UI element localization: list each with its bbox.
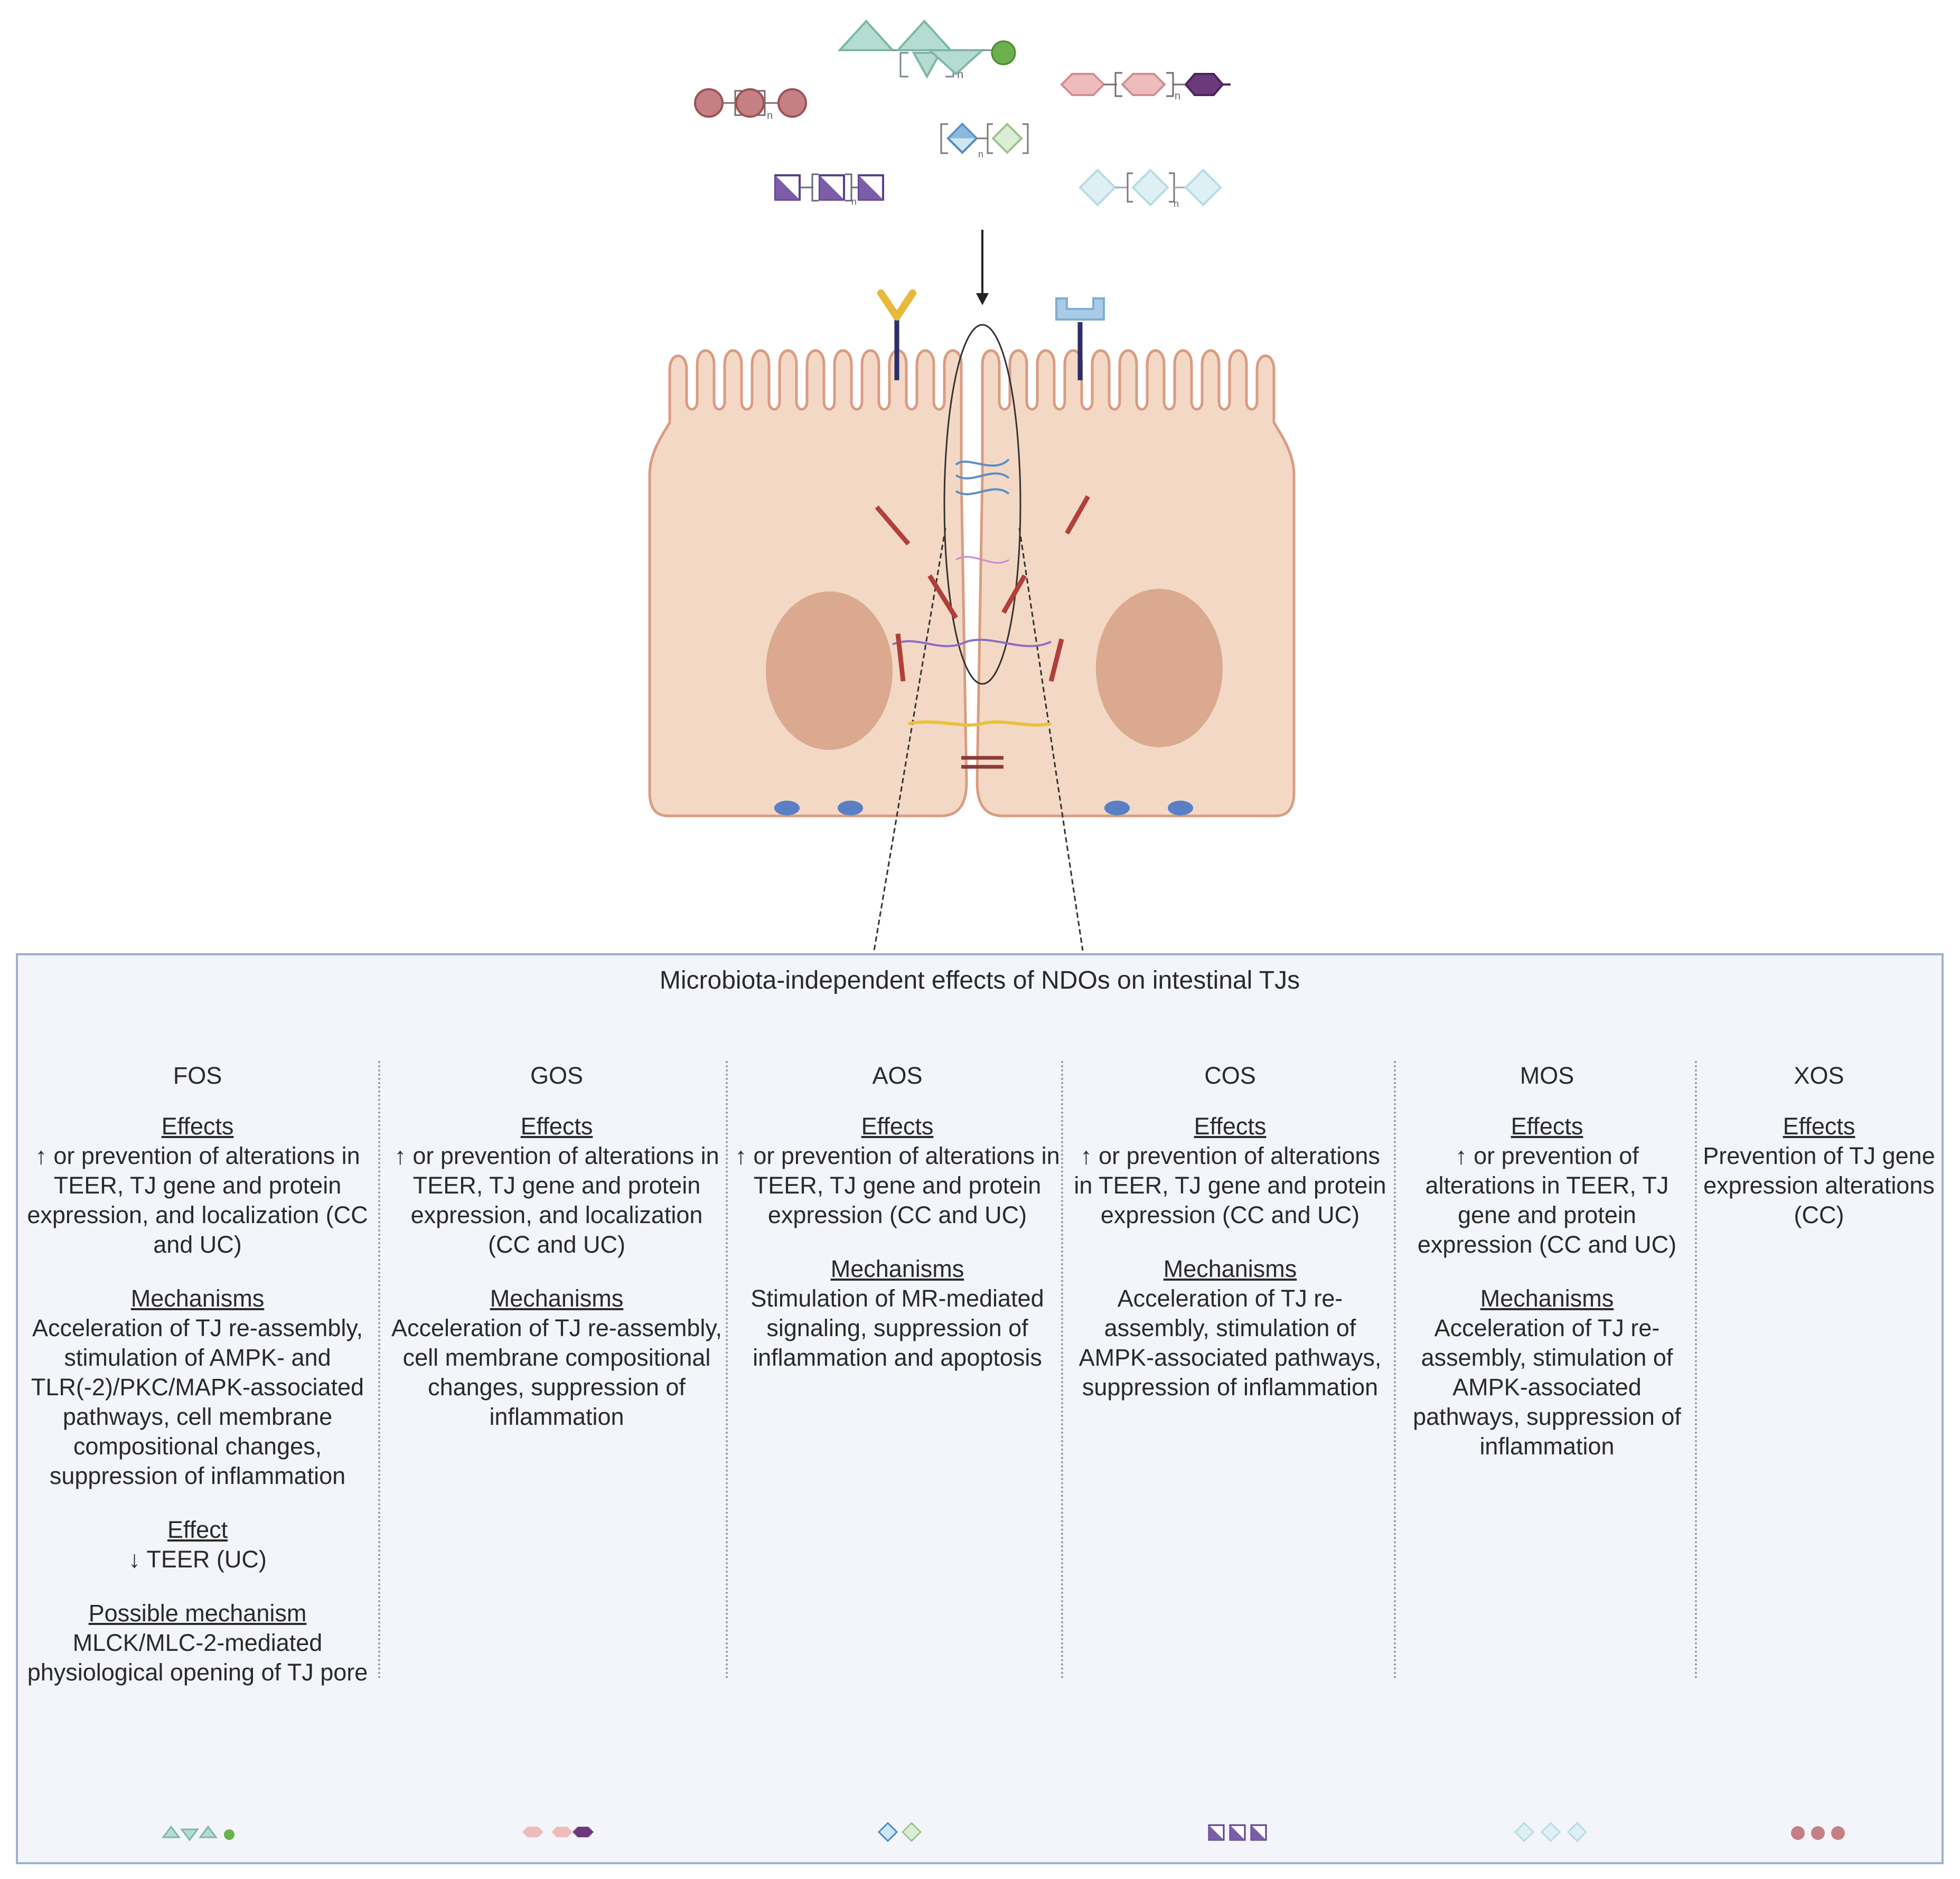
svg-text:n: n: [851, 196, 857, 207]
column-title: FOS: [173, 1062, 222, 1089]
junction-zoom: [873, 324, 1090, 951]
section-text: ↑ or prevention of alterations in TEER, …: [1074, 1142, 1386, 1228]
panel-title: Microbiota-independent effects of NDOs o…: [659, 966, 1300, 994]
svg-text:n: n: [1175, 90, 1180, 102]
section-heading: Mechanisms: [1480, 1285, 1614, 1312]
column-divider: [378, 1061, 380, 1679]
section-text: ↑ or prevention of alterations in TEER, …: [27, 1142, 368, 1258]
column-title: COS: [1204, 1062, 1256, 1089]
section-text: MLCK/MLC-2-mediated physiological openin…: [27, 1629, 368, 1686]
section-heading: Effects: [1783, 1113, 1855, 1140]
cos-structure: n: [774, 173, 884, 207]
section-text: Prevention of TJ gene expression alterat…: [1703, 1142, 1935, 1228]
cos-mini-icon: [1208, 1824, 1267, 1841]
column-xos: XOS Effects Prevention of TJ gene expres…: [1700, 1061, 1938, 1254]
epithelium-illustration: n n n n: [648, 20, 1296, 951]
gos-structure: n: [1060, 72, 1231, 102]
section-text: Acceleration of TJ re-assembly, cell mem…: [391, 1314, 723, 1430]
section-heading: Possible mechanism: [88, 1600, 307, 1627]
section-text: ↓ TEER (UC): [128, 1546, 267, 1573]
aos-mini-icon: [877, 1821, 922, 1843]
column-divider: [1394, 1061, 1396, 1679]
gos-mini-icon: [522, 1827, 594, 1837]
column-gos: GOS Effects ↑ or prevention of alteratio…: [388, 1061, 726, 1456]
fos-structure: n: [837, 20, 1016, 81]
section-text: ↑ or prevention of alterations in TEER, …: [394, 1142, 719, 1258]
y-receptor-icon: [877, 289, 916, 380]
column-cos: COS Effects ↑ or prevention of alteratio…: [1069, 1061, 1391, 1426]
xos-structure: n: [694, 88, 807, 121]
column-title: XOS: [1794, 1062, 1844, 1089]
column-divider: [1061, 1061, 1063, 1679]
svg-text:n: n: [1174, 199, 1179, 209]
xos-mini-icon: [1791, 1826, 1845, 1840]
column-title: AOS: [872, 1062, 923, 1089]
epithelial-cell-right: [976, 349, 1296, 818]
section-text: Acceleration of TJ re-assembly, stimulat…: [1413, 1314, 1681, 1460]
fos-mini-icon: [162, 1825, 235, 1842]
nucleus-right: [1096, 589, 1223, 747]
section-text: Acceleration of TJ re-assembly, stimulat…: [1079, 1285, 1382, 1401]
column-divider: [726, 1061, 728, 1679]
section-heading: Mechanisms: [830, 1255, 964, 1282]
u-receptor-icon: [1055, 297, 1105, 380]
nucleus-left: [766, 591, 893, 750]
mos-mini-icon: [1514, 1821, 1588, 1843]
section-text: Stimulation of MR-mediated signaling, su…: [751, 1285, 1044, 1371]
svg-text:n: n: [978, 149, 983, 159]
section-heading: Effects: [1194, 1113, 1267, 1140]
section-heading: Effect: [167, 1516, 228, 1543]
aos-structure: n: [940, 123, 1029, 159]
column-aos: AOS Effects ↑ or prevention of alteratio…: [734, 1061, 1061, 1397]
section-heading: Mechanisms: [490, 1285, 624, 1312]
svg-text:n: n: [767, 110, 773, 121]
column-mos: MOS Effects ↑ or prevention of alteratio…: [1402, 1061, 1692, 1486]
section-heading: Effects: [1511, 1113, 1583, 1140]
section-heading: Mechanisms: [1163, 1255, 1297, 1282]
column-divider: [1695, 1061, 1697, 1679]
section-text: Acceleration of TJ re-assembly, stimulat…: [31, 1314, 364, 1489]
column-title: GOS: [530, 1062, 584, 1089]
section-text: ↑ or prevention of alterations in TEER, …: [735, 1142, 1060, 1228]
column-title: MOS: [1520, 1062, 1574, 1089]
section-heading: Effects: [161, 1113, 234, 1140]
section-heading: Effects: [520, 1113, 593, 1140]
effects-panel: Microbiota-independent effects of NDOs o…: [16, 953, 1944, 1864]
section-text: ↑ or prevention of alterations in TEER, …: [1417, 1142, 1677, 1258]
down-arrow-icon: [976, 230, 989, 305]
section-heading: Effects: [861, 1113, 934, 1140]
section-heading: Mechanisms: [130, 1285, 265, 1312]
epithelial-cell-left: [648, 349, 968, 818]
column-fos: FOS Effects ↑ or prevention of alteratio…: [18, 1061, 377, 1712]
mos-structure: n: [1079, 168, 1222, 209]
